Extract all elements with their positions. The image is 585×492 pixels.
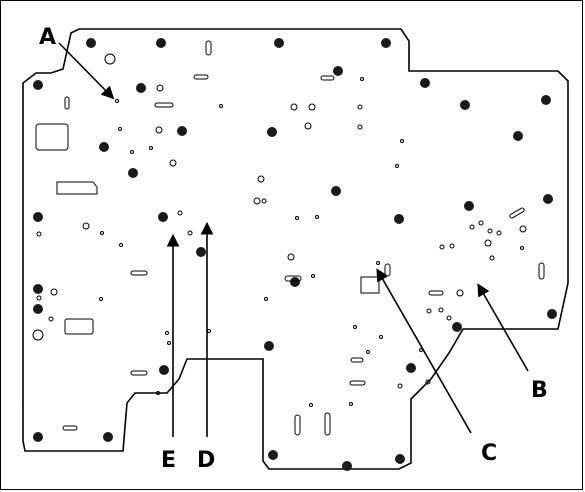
callout-arrow-c: [376, 268, 472, 434]
slots-and-ports: [35, 40, 545, 436]
callout-arrows: [58, 42, 529, 437]
plate-outline: [22, 28, 569, 470]
callout-label-b: B: [531, 378, 548, 403]
callout-label-c: C: [481, 441, 497, 466]
fluid-holes: [32, 53, 527, 407]
callout-label-d: D: [197, 448, 215, 473]
callout-arrow-a: [58, 42, 115, 100]
bolt-holes: [33, 38, 557, 471]
callout-label-a: A: [39, 25, 56, 50]
callout-label-e: E: [161, 448, 176, 473]
callout-arrow-b: [477, 283, 529, 372]
